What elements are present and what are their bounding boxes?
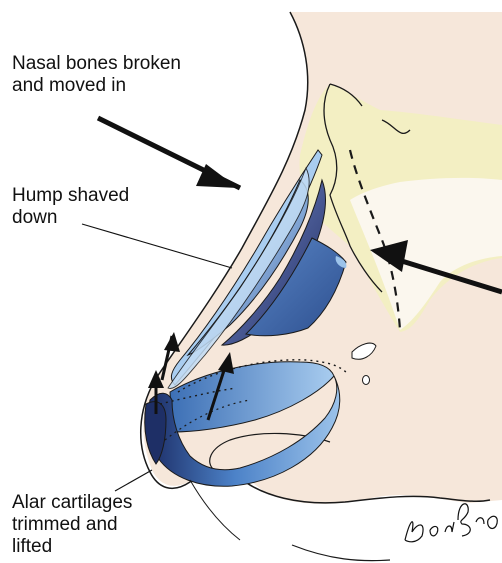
label-nasal-bones: Nasal bones broken and moved in: [12, 53, 181, 97]
label-line: trimmed and: [12, 514, 132, 536]
label-line: Nasal bones broken: [12, 53, 181, 75]
label-hump: Hump shaved down: [12, 185, 129, 229]
label-line: and moved in: [12, 75, 181, 97]
label-line: lifted: [12, 536, 132, 558]
nostril-dot: [363, 376, 370, 385]
label-line: Hump shaved: [12, 185, 129, 207]
label-line: Alar cartilages: [12, 492, 132, 514]
label-alar-cartilages: Alar cartilages trimmed and lifted: [12, 492, 132, 558]
label-line: down: [12, 207, 129, 229]
